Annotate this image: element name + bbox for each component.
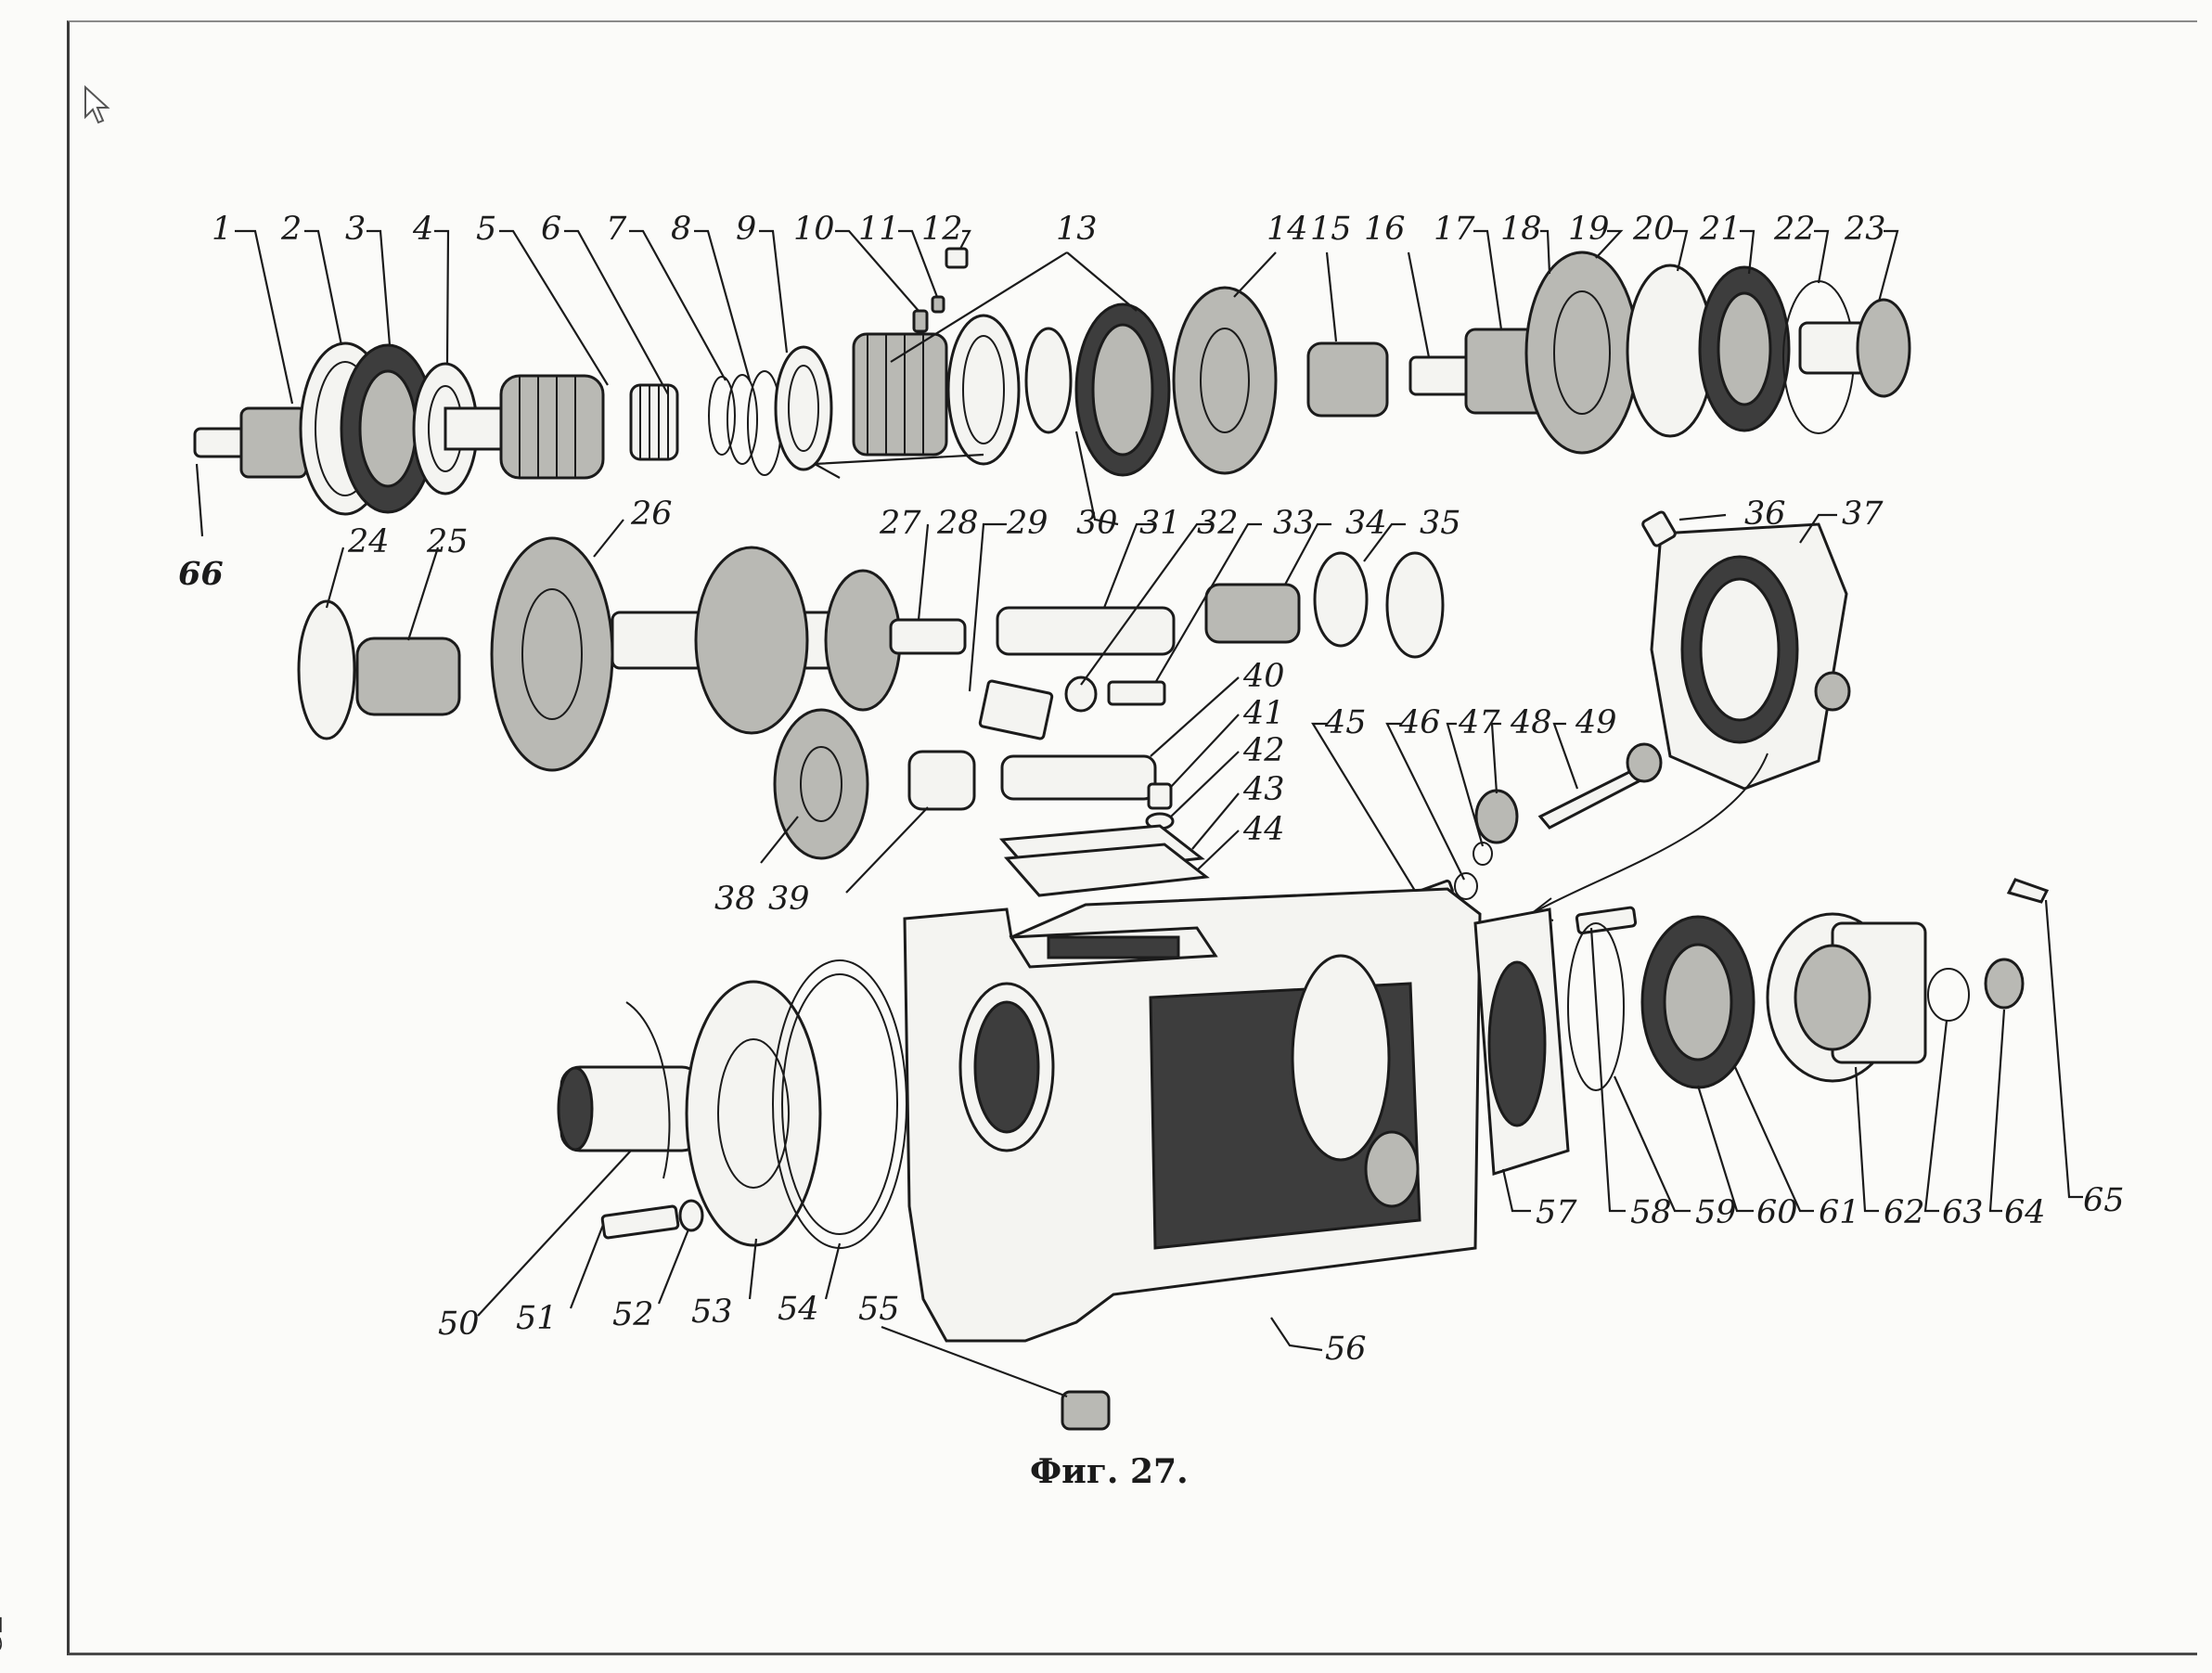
callout-51: 51: [516, 1300, 558, 1337]
callout-13: 13: [1056, 211, 1098, 248]
callout-43: 43: [1242, 771, 1285, 808]
callout-49: 49: [1575, 704, 1617, 741]
callout-32: 32: [1197, 505, 1239, 542]
callout-34: 34: [1345, 505, 1387, 542]
callout-1: 1: [212, 211, 232, 248]
callout-24: 24: [347, 523, 390, 560]
callout-37: 37: [1842, 495, 1884, 533]
callout-47: 47: [1458, 704, 1500, 741]
callout-63: 63: [1942, 1194, 1984, 1231]
callout-45: 45: [1324, 704, 1367, 741]
callout-52: 52: [612, 1296, 654, 1333]
callout-57: 57: [1536, 1194, 1577, 1231]
callout-18: 18: [1500, 211, 1542, 248]
figure-caption: Фиг. 27.: [1030, 1452, 1189, 1491]
callout-62: 62: [1884, 1194, 1925, 1231]
callout-27: 27: [879, 505, 921, 542]
callout-28: 28: [936, 505, 979, 542]
leader-lines: [195, 229, 2083, 1398]
callout-20: 20: [1632, 211, 1675, 248]
callout-6: 6: [541, 211, 561, 248]
callout-22: 22: [1773, 211, 1816, 248]
callout-56: 56: [1325, 1331, 1367, 1368]
callout-29: 29: [1006, 505, 1048, 542]
callout-12: 12: [921, 211, 963, 248]
callout-33: 33: [1273, 505, 1315, 542]
callout-7: 7: [606, 211, 627, 248]
callout-42: 42: [1242, 732, 1285, 769]
callout-17: 17: [1434, 211, 1475, 248]
callout-53: 53: [691, 1293, 733, 1331]
callout-19: 19: [1568, 211, 1610, 248]
callout-44: 44: [1242, 811, 1285, 848]
callout-14: 14: [1267, 211, 1308, 248]
callout-30: 30: [1076, 505, 1118, 542]
callout-61: 61: [1819, 1194, 1860, 1231]
callout-48: 48: [1510, 704, 1552, 741]
gearbox-case-assembly: [557, 878, 2050, 1431]
callout-36: 36: [1744, 495, 1786, 533]
callout-35: 35: [1420, 505, 1461, 542]
callout-9: 9: [736, 211, 756, 248]
page-number: 73: [0, 1615, 7, 1655]
callout-15: 15: [1310, 211, 1352, 248]
callout-59: 59: [1695, 1194, 1737, 1231]
callout-65: 65: [2083, 1182, 2125, 1219]
main-shaft-assembly: [193, 247, 1911, 516]
callout-5: 5: [476, 211, 496, 248]
callout-40: 40: [1242, 658, 1285, 695]
page-frame: [67, 20, 2197, 1655]
callout-41: 41: [1242, 695, 1285, 732]
callout-3: 3: [345, 211, 366, 248]
mouse-pointer-icon: [84, 85, 110, 124]
callout-16: 16: [1364, 211, 1406, 248]
callout-2: 2: [280, 211, 302, 248]
callout-26: 26: [630, 495, 673, 533]
callout-21: 21: [1699, 211, 1742, 248]
callout-10: 10: [793, 211, 835, 248]
callout-46: 46: [1398, 704, 1441, 741]
callout-55: 55: [858, 1291, 900, 1328]
callout-66: 66: [178, 555, 224, 593]
countershaft-assembly: [297, 536, 1445, 897]
callout-38: 38: [714, 881, 756, 918]
callout-60: 60: [1756, 1194, 1798, 1231]
callout-labels: 1 2 3 4 5 6 7 8 9 10 11 12 13 14 15 16 1…: [178, 211, 2125, 1368]
callout-39: 39: [768, 881, 810, 918]
callout-11: 11: [858, 211, 900, 248]
callout-4: 4: [412, 211, 433, 248]
callout-50: 50: [438, 1306, 480, 1343]
callout-31: 31: [1139, 505, 1181, 542]
callout-25: 25: [426, 523, 469, 560]
callout-64: 64: [2004, 1194, 2046, 1231]
callout-54: 54: [778, 1291, 819, 1328]
callout-23: 23: [1844, 211, 1886, 248]
callout-58: 58: [1630, 1194, 1672, 1231]
callout-8: 8: [671, 211, 691, 248]
